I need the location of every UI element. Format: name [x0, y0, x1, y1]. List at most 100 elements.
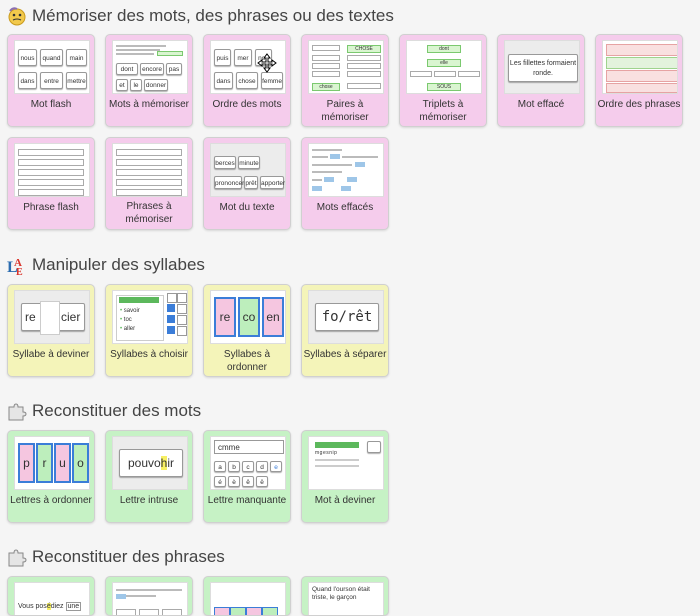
key: è: [228, 476, 240, 487]
syllable-card: co: [238, 297, 260, 337]
tile-mot-a-deviner[interactable]: mgesnip Mot à deviner: [301, 430, 389, 523]
tile-thumbnail: fo/rêt: [308, 290, 384, 344]
word-card: apporter: [260, 176, 285, 189]
tile-label: Lettres à ordonner: [10, 495, 92, 506]
tile-thumbnail: [112, 143, 188, 197]
word-card: femme: [261, 72, 283, 89]
tile-lettres-a-ordonner[interactable]: p r u o Lettres à ordonner: [7, 430, 95, 523]
tile-thumbnail: cmme a b c d e é è ê ë: [210, 436, 286, 490]
tile-label: Mot effacé: [517, 99, 565, 110]
key: e: [270, 461, 282, 472]
tile-label: Syllabes à ordonner: [223, 349, 271, 373]
tile-syllabes-a-ordonner[interactable]: re co en Syllabes à ordonner: [203, 284, 291, 377]
word-card: elle: [427, 59, 461, 67]
tile-label: Mot du texte: [219, 202, 275, 213]
tile-thumbnail: CHOSE chose: [308, 40, 384, 94]
tile-ordre-des-mots[interactable]: puis mer non dans chose femme Ordre des …: [203, 34, 291, 127]
scrambled-word: mgesnip: [315, 450, 338, 456]
key: ë: [256, 476, 268, 487]
tile-mot-du-texte[interactable]: berces minute prononcer prêt apporter Mo…: [203, 137, 291, 230]
choice-item: toc: [123, 317, 132, 323]
section-header-memoriser: Mémoriser des mots, des phrases ou des t…: [6, 4, 394, 28]
tile-phrases-a-memoriser[interactable]: Phrases à mémoriser: [105, 137, 193, 230]
tile-label: Ordre des phrases: [597, 99, 681, 110]
key: b: [228, 461, 240, 472]
tile-ordre-des-phrases[interactable]: Ordre des phrases: [595, 34, 683, 127]
tile-thumbnail: dont elle SOUS: [406, 40, 482, 94]
tile-thumbnail: [602, 40, 678, 94]
tile-mot-flash[interactable]: nous quand main dans entre mettre Mot fl…: [7, 34, 95, 127]
tile-syllabe-a-deviner[interactable]: re cier Syllabe à deviner: [7, 284, 95, 377]
move-cursor-icon: [257, 53, 277, 73]
tile-label: Syllabe à deviner: [12, 349, 90, 360]
word-card: dont: [427, 45, 461, 53]
tile-mots-effaces[interactable]: Mots effacés: [301, 137, 389, 230]
tile-thumbnail: pouvohir: [112, 436, 188, 490]
section-title: Mémoriser des mots, des phrases ou des t…: [32, 6, 394, 25]
word-card: berces: [214, 156, 236, 169]
tile-thumbnail: Les fillettes formaient ronde.: [504, 40, 580, 94]
brain-icon: [6, 5, 28, 27]
svg-text:L: L: [7, 259, 18, 276]
tile-label: Syllabes à séparer: [303, 349, 387, 360]
letter-card: p: [18, 443, 35, 483]
sentence-card: Les fillettes formaient ronde.: [508, 54, 578, 82]
syllable: re: [25, 310, 36, 324]
tile-thumbnail: berces minute prononcer prêt apporter: [210, 143, 286, 197]
section-header-mots: Reconstituer des mots: [6, 399, 201, 423]
tile-mot-efface[interactable]: Les fillettes formaient ronde. Mot effac…: [497, 34, 585, 127]
tile-thumbnail: mgesnip: [308, 436, 384, 490]
tile-thumbnail: dont encore pas et le donner: [112, 40, 188, 94]
sentence-text: Quand l'ourson était triste, le garçon: [312, 586, 370, 601]
key: é: [214, 476, 226, 487]
tile-label: Syllabes à choisir: [110, 349, 188, 360]
word-card: chose: [312, 83, 340, 91]
tile-phrase-4[interactable]: Quand l'ourson était triste, le garçon: [301, 576, 389, 616]
key: a: [214, 461, 226, 472]
puzzle-icon: [6, 400, 28, 422]
tile-label: Mot flash: [30, 99, 72, 110]
word-card: mer: [234, 49, 252, 66]
word-card: et: [116, 79, 128, 91]
section-title: Reconstituer des mots: [32, 401, 202, 420]
tile-syllabes-a-separer[interactable]: fo/rêt Syllabes à séparer: [301, 284, 389, 377]
tile-triplets-a-memoriser[interactable]: dont elle SOUS Triplets à mémoriser: [399, 34, 487, 127]
tile-phrase-2[interactable]: [105, 576, 193, 616]
section-title: Manipuler des syllabes: [32, 255, 205, 274]
word-card: main: [66, 49, 87, 66]
tile-label: Lettre manquante: [207, 495, 287, 506]
tile-label: Phrases à mémoriser: [125, 201, 173, 225]
word-card: encore: [140, 63, 164, 75]
section-header-phrases: Reconstituer des phrases: [6, 545, 225, 569]
word-card: le: [130, 79, 142, 91]
key: d: [256, 461, 268, 472]
word-card: SOUS: [427, 83, 461, 91]
tile-syllabes-a-choisir[interactable]: • savoir • toc • aller Syllabes à choisi…: [105, 284, 193, 377]
tile-label: Mots effacés: [316, 202, 374, 213]
word-card: pas: [166, 63, 182, 75]
tile-thumbnail: [210, 582, 286, 615]
tile-lettre-manquante[interactable]: cmme a b c d e é è ê ë Lettre manquante: [203, 430, 291, 523]
syllable: cier: [61, 310, 81, 324]
key: c: [242, 461, 254, 472]
tile-label: Mots à mémoriser: [108, 99, 189, 110]
tile-thumbnail: Vous posédiez une: [14, 582, 90, 615]
tile-label: Mot à deviner: [314, 495, 376, 506]
word-card: entre: [40, 72, 63, 89]
tile-label: Lettre intruse: [119, 495, 179, 506]
tile-phrase-flash[interactable]: Phrase flash: [7, 137, 95, 230]
sentence-text: Vous posédiez une: [18, 602, 82, 611]
word-card: dans: [214, 72, 233, 89]
tile-lettre-intruse[interactable]: pouvohir Lettre intruse: [105, 430, 193, 523]
svg-text:E: E: [16, 267, 23, 276]
tile-mots-a-memoriser[interactable]: dont encore pas et le donner Mots à mémo…: [105, 34, 193, 127]
key: ê: [242, 476, 254, 487]
tile-thumbnail: • savoir • toc • aller: [112, 290, 188, 344]
tile-label: Phrase flash: [23, 202, 79, 213]
tile-phrase-1[interactable]: Vous posédiez une: [7, 576, 95, 616]
tile-paires-a-memoriser[interactable]: CHOSE chose Paires à mémoriser: [301, 34, 389, 127]
tile-label: Triplets à mémoriser: [419, 99, 467, 123]
tile-phrase-3[interactable]: [203, 576, 291, 616]
